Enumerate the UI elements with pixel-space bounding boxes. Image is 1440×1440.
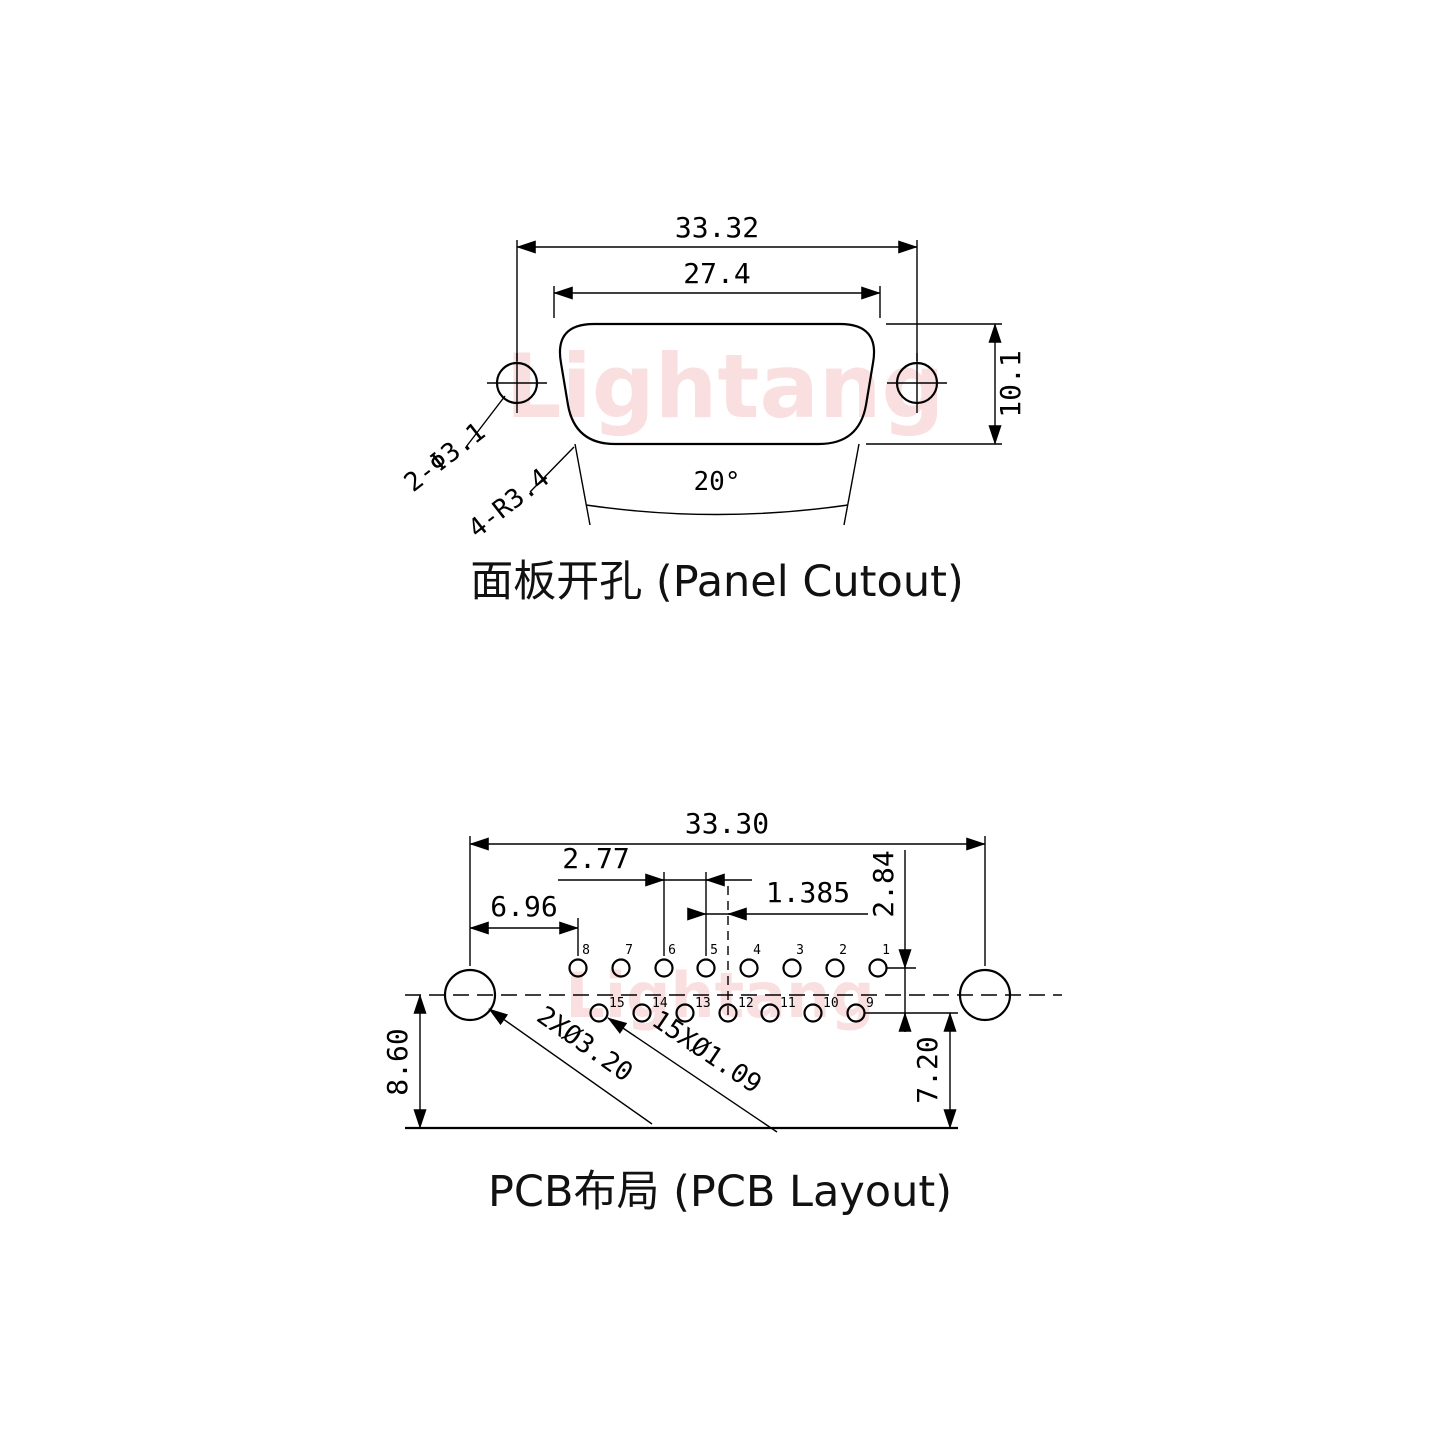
pin-hole (718, 1003, 738, 1023)
pin-hole (782, 958, 802, 978)
dim-pcb-pitch: 2.77 (558, 842, 752, 956)
pcb-layout-title: PCB布局 (PCB Layout) (488, 1167, 952, 1217)
pin-number: 9 (866, 996, 874, 1011)
pin-hole (675, 1003, 695, 1023)
pin-hole (654, 958, 674, 978)
pin-hole (760, 1003, 780, 1023)
pin-hole (632, 1003, 652, 1023)
dim-label-27-4: 27.4 (683, 257, 750, 290)
watermark-top: Lightang (506, 335, 945, 438)
pin-number: 6 (668, 943, 676, 958)
dim-label-33-32: 33.32 (675, 211, 759, 244)
pin-number: 8 (582, 943, 590, 958)
pin-number: 11 (780, 996, 796, 1011)
dim-label-7-20: 7.20 (911, 1036, 944, 1103)
dim-pcb-row-gap: 2.84 (867, 850, 916, 1032)
dim-pcb-span: 33.30 (469, 807, 986, 966)
pin-hole (589, 1003, 609, 1023)
dim-label-6-96: 6.96 (490, 890, 557, 923)
dsub-cutout-shape (558, 322, 876, 446)
pin-hole (696, 958, 716, 978)
pin-hole (803, 1003, 823, 1023)
dim-pcb-row-offset: 1.385 (687, 876, 868, 921)
pin-number: 3 (796, 943, 804, 958)
label-panel-radius: 4-R3.4 (463, 446, 575, 544)
pin-number: 15 (609, 996, 625, 1011)
pcb-mount-hole-left (443, 968, 497, 1022)
pin-number: 5 (710, 943, 718, 958)
dim-label-2-84: 2.84 (867, 850, 900, 917)
dim-label-1-385: 1.385 (766, 876, 850, 909)
dim-label-10-1: 10.1 (994, 350, 1027, 417)
pin-number: 2 (839, 943, 847, 958)
dim-pcb-offset-left: 6.96 (469, 890, 579, 956)
pin-number: 1 (882, 943, 890, 958)
pcb-pin-row-bottom: 15 14 13 12 11 10 9 (589, 996, 874, 1023)
panel-mount-hole-left (487, 353, 547, 413)
dim-panel-width-outer: 33.32 (516, 211, 918, 361)
pin-number: 13 (695, 996, 711, 1011)
panel-cutout-view: Lightang 33.32 27.4 (399, 211, 1027, 607)
pcb-pin-row-top: 8 7 6 5 4 3 2 1 (568, 943, 890, 978)
pin-hole (611, 958, 631, 978)
dim-label-2-77: 2.77 (562, 842, 629, 875)
pin-number: 10 (823, 996, 839, 1011)
dim-panel-height: 10.1 (866, 323, 1027, 445)
panel-mount-hole-right (887, 353, 947, 413)
dim-label-8-60: 8.60 (381, 1028, 414, 1095)
pin-hole (825, 958, 845, 978)
dim-pcb-row-edge: 7.20 (864, 1012, 958, 1129)
label-2-phi-3-1: 2-Φ3.1 (399, 417, 491, 498)
dim-label-33-30: 33.30 (685, 807, 769, 840)
pcb-layout-view: Lightang 8 7 6 5 4 3 2 1 (381, 807, 1062, 1217)
dim-panel-width-inner: 27.4 (553, 257, 881, 318)
label-panel-angle: 20° (574, 443, 860, 526)
pin-hole (568, 958, 588, 978)
pin-number: 12 (738, 996, 754, 1011)
pin-hole (739, 958, 759, 978)
label-panel-holes: 2-Φ3.1 (399, 395, 506, 498)
panel-cutout-title: 面板开孔 (Panel Cutout) (470, 557, 963, 607)
pin-number: 7 (625, 943, 633, 958)
pin-number: 4 (753, 943, 761, 958)
dim-pcb-hole-edge: 8.60 (381, 994, 427, 1129)
pin-number: 14 (652, 996, 668, 1011)
label-4-r3-4: 4-R3.4 (463, 463, 555, 544)
label-20-deg: 20° (694, 467, 741, 497)
pcb-mount-hole-right (958, 968, 1012, 1022)
